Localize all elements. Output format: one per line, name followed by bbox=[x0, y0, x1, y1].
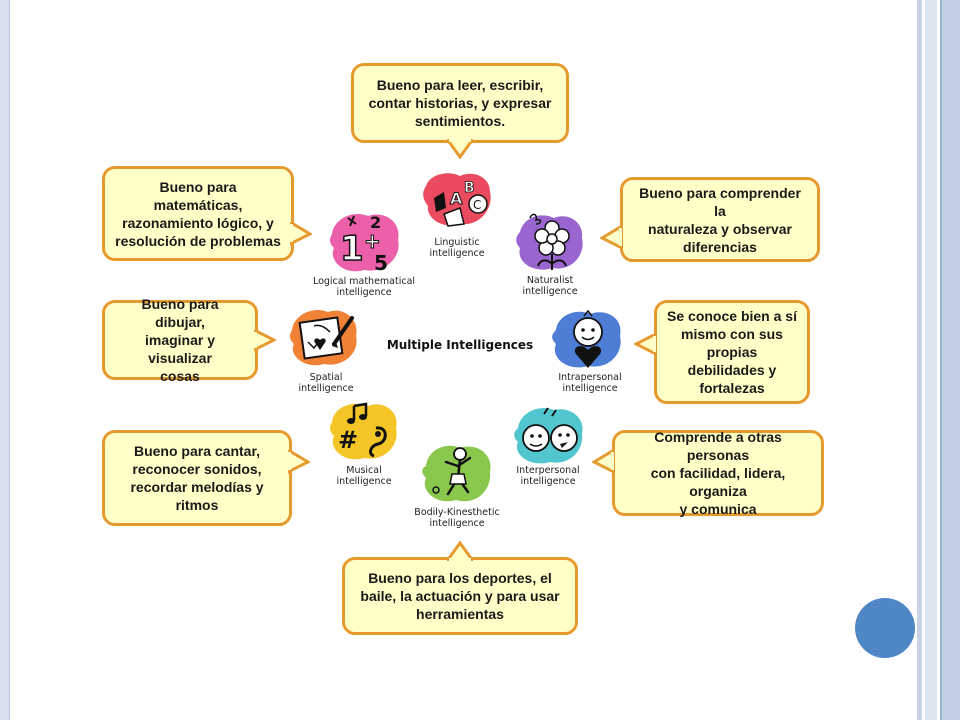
bodily-kinesthetic-label: Bodily-Kinesthetic intelligence bbox=[414, 507, 500, 529]
bodily-kinesthetic-dancer-icon bbox=[422, 445, 491, 502]
musical-notes-icon: # bbox=[330, 402, 397, 460]
musical-label: Musical intelligence bbox=[336, 465, 392, 487]
logical-mathematical-label: Logical mathematical intelligence bbox=[312, 276, 416, 298]
naturalist-label: Naturalist intelligence bbox=[522, 275, 578, 297]
callout-tail-naturalist bbox=[600, 226, 622, 250]
slide-frame-left bbox=[0, 0, 10, 720]
svg-text:B: B bbox=[464, 180, 475, 196]
svg-text:#: # bbox=[338, 426, 358, 454]
svg-text:A: A bbox=[450, 189, 463, 208]
interpersonal-label: Interpersonal intelligence bbox=[516, 465, 580, 487]
spatial-label: Spatial intelligence bbox=[298, 372, 354, 394]
callout-tail-intrapersonal bbox=[634, 334, 656, 356]
callout-musical: Bueno para cantar, reconocer sonidos, re… bbox=[102, 430, 292, 526]
callout-spatial: Bueno para dibujar, imaginar y visualiza… bbox=[102, 296, 258, 384]
linguistic-abc-icon: A B C bbox=[423, 173, 491, 227]
intrapersonal-face-heart-icon bbox=[552, 309, 621, 368]
accent-dot bbox=[855, 598, 915, 658]
intrapersonal-label: Intrapersonal intelligence bbox=[558, 372, 622, 394]
callout-tail-spatial bbox=[254, 330, 276, 352]
callout-interpersonal: Comprende a otras personas con facilidad… bbox=[612, 429, 824, 517]
slide-frame-right bbox=[917, 0, 960, 720]
callout-naturalist: Bueno para comprender la naturaleza y ob… bbox=[620, 177, 820, 262]
spatial-painting-icon bbox=[290, 310, 357, 366]
callout-tail-bodily bbox=[447, 541, 473, 561]
callout-tail-linguistic bbox=[447, 139, 473, 159]
svg-text:2: 2 bbox=[370, 213, 381, 232]
callout-intrapersonal: Se conoce bien a sí mismo con sus propia… bbox=[654, 300, 810, 404]
callout-logical: Bueno para matemáticas, razonamiento lóg… bbox=[102, 166, 294, 261]
callout-tail-interpersonal bbox=[592, 450, 614, 474]
linguistic-label: Linguistic intelligence bbox=[429, 237, 485, 259]
interpersonal-faces-icon bbox=[514, 407, 583, 464]
logical-mathematical-numbers-icon: 1 + 2 5 bbox=[330, 213, 399, 275]
svg-text:C: C bbox=[473, 198, 481, 212]
callout-tail-musical bbox=[288, 450, 310, 474]
callout-bodily: Bueno para los deportes, el baile, la ac… bbox=[342, 557, 578, 635]
naturalist-flower-icon bbox=[516, 213, 583, 270]
svg-text:+: + bbox=[364, 229, 381, 253]
svg-text:1: 1 bbox=[340, 229, 364, 269]
svg-text:5: 5 bbox=[374, 251, 388, 275]
callout-linguistic: Bueno para leer, escribir, contar histor… bbox=[351, 63, 569, 143]
center-title: Multiple Intelligences bbox=[386, 338, 534, 352]
callout-tail-logical bbox=[290, 222, 312, 246]
